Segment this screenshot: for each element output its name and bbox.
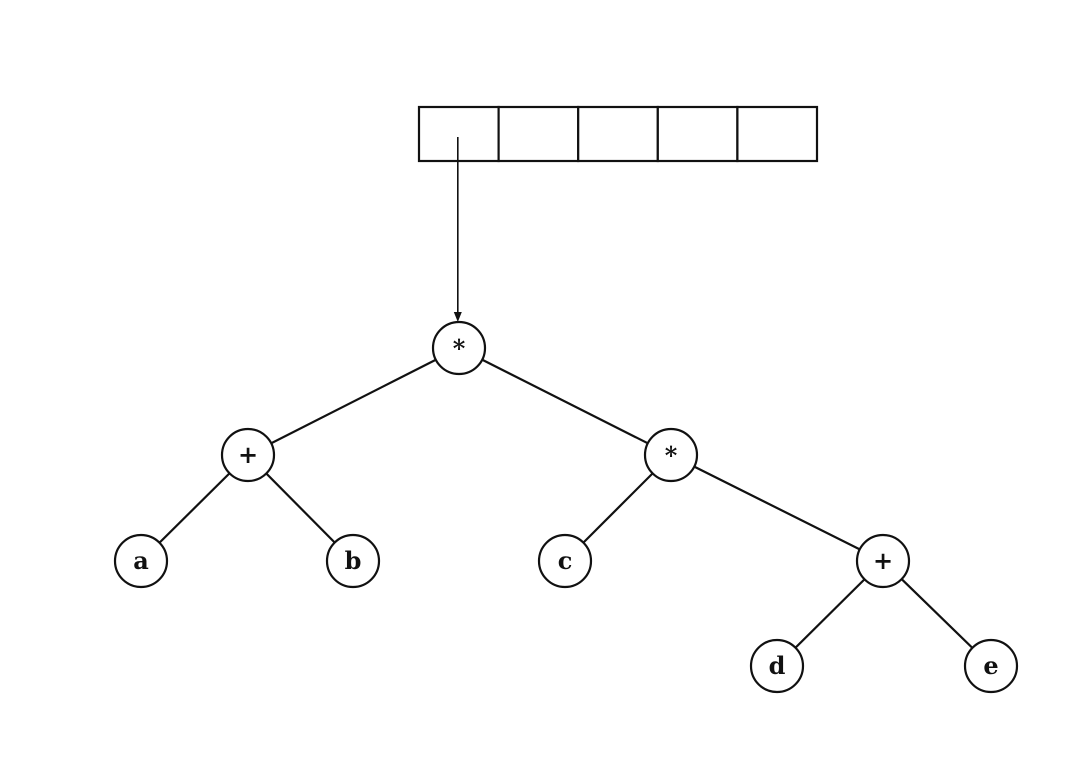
node-label: d bbox=[769, 651, 786, 680]
tree-node-plus_right: + bbox=[855, 533, 911, 589]
array-cell-1 bbox=[497, 105, 580, 163]
edge-root-to-plus_left bbox=[247, 347, 460, 456]
edge-root-to-star_right bbox=[458, 347, 672, 456]
tree-edges bbox=[140, 347, 992, 667]
node-label: + bbox=[873, 546, 893, 575]
tree-node-a: a bbox=[113, 533, 169, 589]
tree-nodes: * + * a b c + d e bbox=[113, 320, 1019, 694]
node-label: b bbox=[345, 546, 362, 575]
node-label: + bbox=[238, 440, 258, 469]
array-cell-4 bbox=[736, 105, 819, 163]
node-label: a bbox=[133, 546, 149, 575]
node-circle bbox=[113, 533, 169, 589]
array-cell-2 bbox=[577, 105, 659, 163]
node-label: e bbox=[983, 651, 998, 680]
tree-node-plus_left: + bbox=[220, 427, 276, 483]
tree-node-c: c bbox=[537, 533, 593, 589]
node-label: * bbox=[453, 334, 466, 363]
node-circle bbox=[537, 533, 593, 589]
node-label: c bbox=[558, 546, 573, 575]
node-label: * bbox=[665, 441, 678, 470]
node-circle bbox=[963, 638, 1019, 694]
tree-node-b: b bbox=[325, 533, 381, 589]
tree-node-star_right: * bbox=[643, 427, 699, 483]
node-circle bbox=[431, 320, 487, 376]
node-circle bbox=[855, 533, 911, 589]
tree-node-d: d bbox=[749, 638, 805, 694]
node-circle bbox=[325, 533, 381, 589]
node-circle bbox=[643, 427, 699, 483]
tree-node-root: * bbox=[431, 320, 487, 376]
array-cell-3 bbox=[656, 105, 739, 163]
tree-node-e: e bbox=[963, 638, 1019, 694]
node-circle bbox=[220, 427, 276, 483]
edge-star_right-to-plus_right bbox=[670, 454, 884, 562]
pointer-array bbox=[417, 105, 819, 163]
root-pointer bbox=[453, 137, 462, 322]
pointer-arrowhead bbox=[453, 312, 462, 322]
array-cell-0 bbox=[417, 105, 500, 163]
node-circle bbox=[749, 638, 805, 694]
